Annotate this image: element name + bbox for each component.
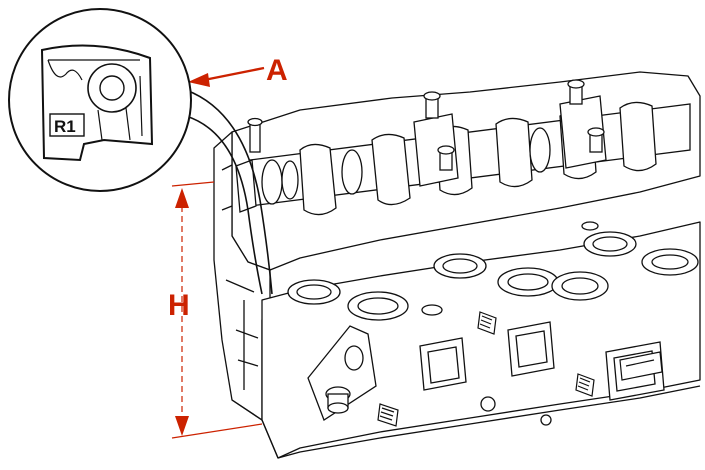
exhaust-ports [419,321,665,426]
front-face-details [221,164,259,390]
dimension-arrow-bottom [175,416,189,436]
height-label: H [168,289,190,322]
detail-mark-label: R1 [54,117,76,136]
detail-magnifier: R1 [8,8,273,295]
head-bottom-edge-2 [231,399,263,421]
dimension-extension-bottom [171,423,263,439]
head-bottom-edge [261,385,701,459]
deck-bores [287,221,699,321]
dimension-arrow-top [175,188,189,208]
callout-label: A [266,54,288,87]
callout-arrow [188,66,265,87]
rear-bracket [619,351,663,381]
detail-mark-box [49,113,85,137]
lifting-bracket [307,325,377,421]
camshaft-nose [235,159,257,213]
manifold-studs [377,311,595,427]
detail-leader-outer [185,89,273,295]
detail-leader-inner [185,115,263,295]
height-dimension [171,181,263,439]
dimension-extension-top [171,181,215,187]
bearing-caps [247,79,607,187]
